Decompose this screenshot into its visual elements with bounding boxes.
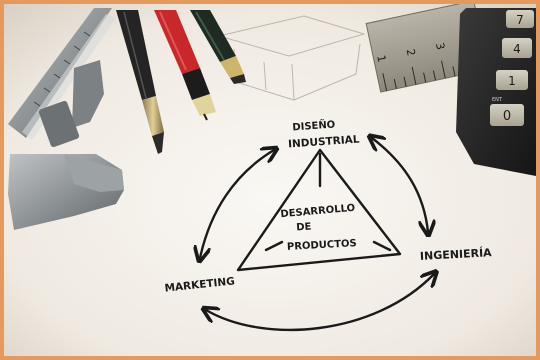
caliper bbox=[8, 8, 124, 230]
label-ingenieria: INGENIERÍA bbox=[420, 246, 493, 263]
ruler-number: 2 bbox=[404, 48, 418, 58]
label-industrial: INDUSTRIAL bbox=[288, 134, 360, 151]
calc-key-caption: ENT bbox=[492, 97, 503, 103]
calc-key-1: 1 bbox=[508, 74, 516, 88]
calc-key-4: 4 bbox=[513, 42, 521, 56]
arrow-marketing-diseno bbox=[200, 150, 274, 258]
label-productos: PRODUCTOS bbox=[287, 238, 357, 253]
pen-green bbox=[190, 10, 246, 84]
calc-key-7: 7 bbox=[516, 13, 524, 27]
calculator: 7 4 1 ENT 0 bbox=[456, 8, 536, 176]
calc-key-0: 0 bbox=[503, 109, 511, 124]
arrow-diseno-ingenieria bbox=[372, 138, 428, 232]
photo-scene: 1 2 3 4 7 4 1 ENT 0 bbox=[4, 4, 536, 356]
label-de: DE bbox=[296, 221, 312, 233]
ruler-number: 1 bbox=[374, 54, 388, 64]
ruler-number: 3 bbox=[433, 41, 447, 51]
technical-pen-black bbox=[116, 10, 164, 154]
arrow-marketing-ingenieria bbox=[206, 274, 434, 331]
label-diseno: DISEÑO bbox=[292, 118, 336, 134]
calculator-keys: 7 4 1 ENT 0 bbox=[490, 10, 534, 126]
ruler: 1 2 3 4 bbox=[365, 4, 489, 93]
cycle-arrows bbox=[200, 138, 434, 331]
pen-red bbox=[154, 10, 216, 121]
